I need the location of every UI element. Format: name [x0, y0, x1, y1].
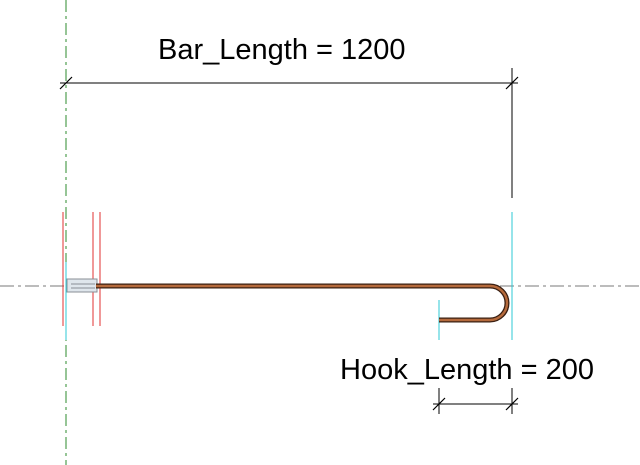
coupler-body	[66, 278, 98, 293]
hook-length-tick-left	[432, 397, 446, 411]
bar-length-label: Bar_Length = 1200	[158, 34, 406, 66]
bar-length-tick-left	[59, 76, 73, 90]
hook-length-label: Hook_Length = 200	[340, 354, 594, 386]
hook-length-tick-right	[505, 397, 519, 411]
rebar-fill	[96, 284, 509, 322]
bar-length-tick-right	[505, 76, 519, 90]
rebar-outline	[96, 283, 510, 323]
